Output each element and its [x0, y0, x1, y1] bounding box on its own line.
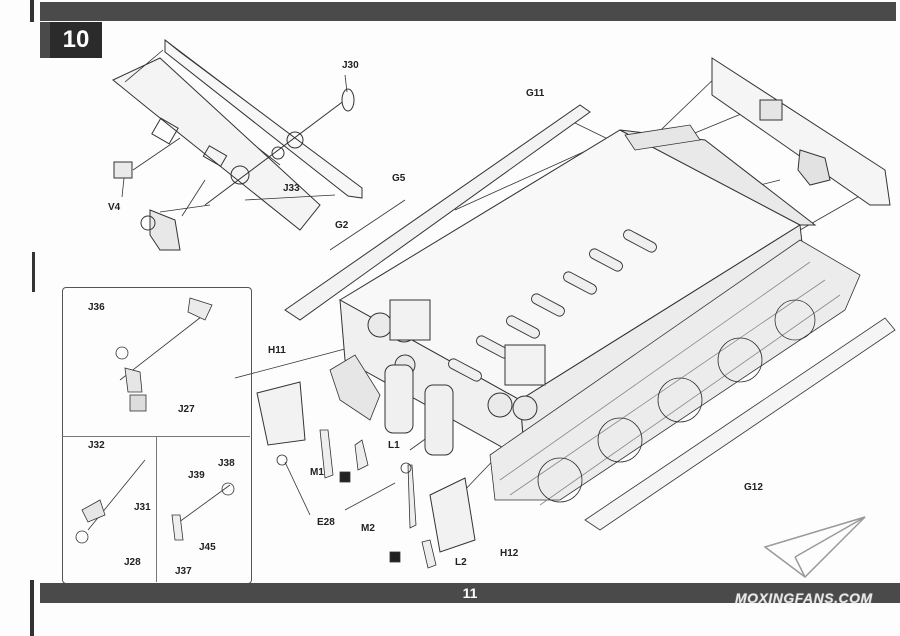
step-notch [40, 22, 50, 58]
label-m2: M2 [361, 523, 375, 534]
label-m1: M1 [310, 467, 324, 478]
label-j28: J28 [124, 557, 141, 568]
label-e28: E28 [317, 517, 335, 528]
page-number: 11 [462, 585, 478, 601]
part-tracks [329, 124, 896, 531]
label-j36: J36 [88, 302, 105, 313]
binding-mark [32, 252, 35, 292]
step-number: 10 [50, 22, 102, 58]
binding-edge [30, 0, 34, 22]
header-bar [40, 2, 896, 21]
watermark: MOXINGFANS.COM [735, 590, 873, 606]
label-j37: J37 [175, 566, 192, 577]
inset-drawings [75, 297, 235, 544]
label-j31: J31 [134, 502, 151, 513]
label-g2: G2 [335, 220, 349, 231]
small-parts [276, 429, 437, 569]
label-l1: L1 [388, 440, 400, 451]
label-g12: G12 [744, 482, 763, 493]
part-g2-plate [112, 38, 363, 231]
label-j38: J38 [218, 458, 235, 469]
binding-edge-bottom [30, 580, 34, 636]
label-j27: J27 [178, 404, 195, 415]
label-j39: J39 [188, 470, 205, 481]
label-j33: J33 [283, 183, 300, 194]
label-h12: H12 [500, 548, 519, 559]
part-j30-lines [204, 74, 355, 206]
label-j32: J32 [88, 440, 105, 451]
footer-bar: 11 [40, 583, 900, 603]
label-v4: V4 [108, 202, 121, 213]
label-g5: G5 [392, 173, 406, 184]
part-h11-h12-plates [256, 381, 476, 553]
inset-vertical-divider [156, 436, 157, 582]
paper-plane-logo-icon [763, 516, 866, 578]
label-g11: G11 [526, 88, 545, 99]
label-l2: L2 [455, 557, 467, 568]
label-j30: J30 [342, 60, 359, 71]
label-j45: J45 [199, 542, 216, 553]
label-h11: H11 [268, 345, 286, 356]
part-v4 [113, 137, 211, 251]
